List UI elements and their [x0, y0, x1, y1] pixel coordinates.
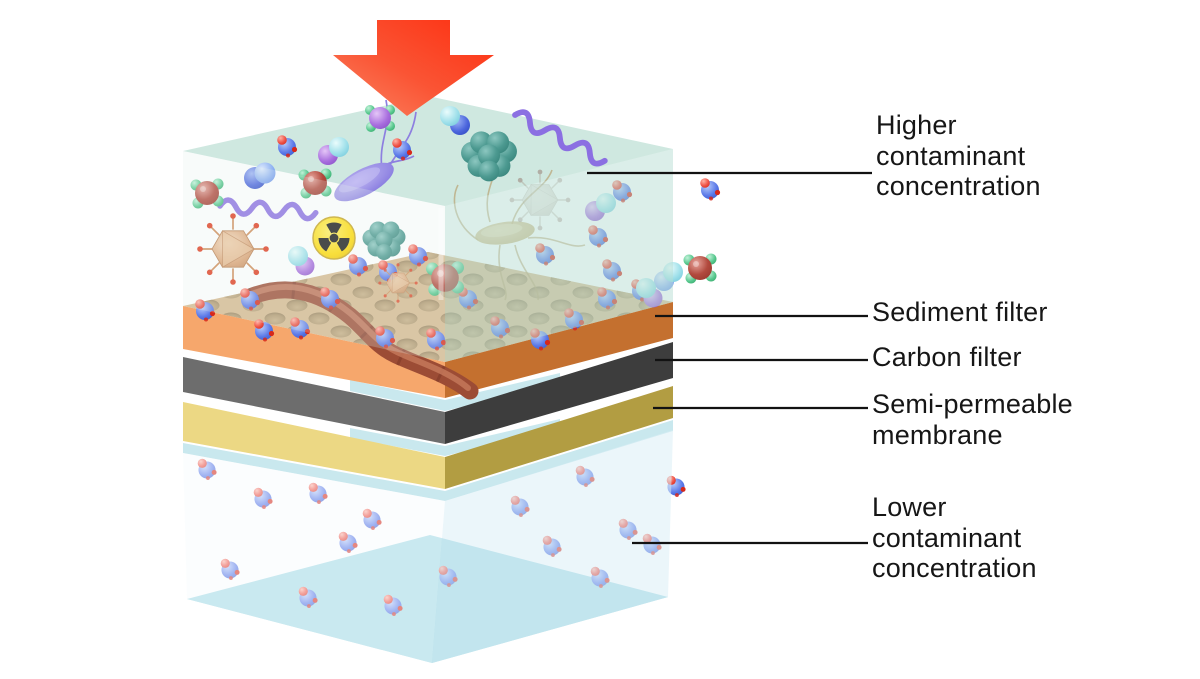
sediment-front-left-face	[183, 306, 445, 398]
lower-chamber	[183, 420, 686, 663]
sediment-front-right-face	[445, 302, 673, 398]
membrane-front-left-face	[183, 402, 445, 489]
upper-chamber-right-wall	[445, 149, 673, 362]
upper-chamber-left-wall	[183, 151, 445, 362]
upper-chamber-top-face	[183, 96, 673, 206]
water-molecule-icon	[700, 178, 721, 201]
carbon-front-right-face	[445, 342, 673, 444]
label-carbon-filter: Carbon filter	[872, 342, 1022, 372]
carbon-filter-layer	[183, 342, 673, 444]
lower-chamber-left-wall	[183, 453, 445, 663]
organic-molecule-icon	[365, 105, 395, 132]
label-semi-permeable-membrane: Semi-permeable membrane	[872, 389, 1073, 450]
bacteria-chain-highlight	[249, 283, 471, 391]
label-lower-contaminant-concentration: Lower contaminant concentration	[872, 492, 1037, 583]
trapped-contaminants-group	[195, 244, 652, 400]
flow-down-arrow-icon	[333, 20, 494, 116]
label-higher-contaminant-concentration: Higher contaminant concentration	[876, 110, 1041, 201]
label-sediment-filter: Sediment filter	[872, 297, 1048, 327]
lower-chamber-right-wall	[432, 430, 673, 663]
inter-layer-water-band	[350, 419, 560, 456]
leader-lines-group	[587, 171, 872, 545]
carbon-front-left-face	[183, 357, 445, 444]
semi-permeable-membrane-layer	[183, 386, 673, 489]
inter-layer-water-band	[350, 373, 560, 411]
inter-layer-water-band	[183, 420, 673, 501]
organic-molecule-icon	[683, 253, 717, 284]
membrane-front-right-face	[445, 386, 673, 489]
